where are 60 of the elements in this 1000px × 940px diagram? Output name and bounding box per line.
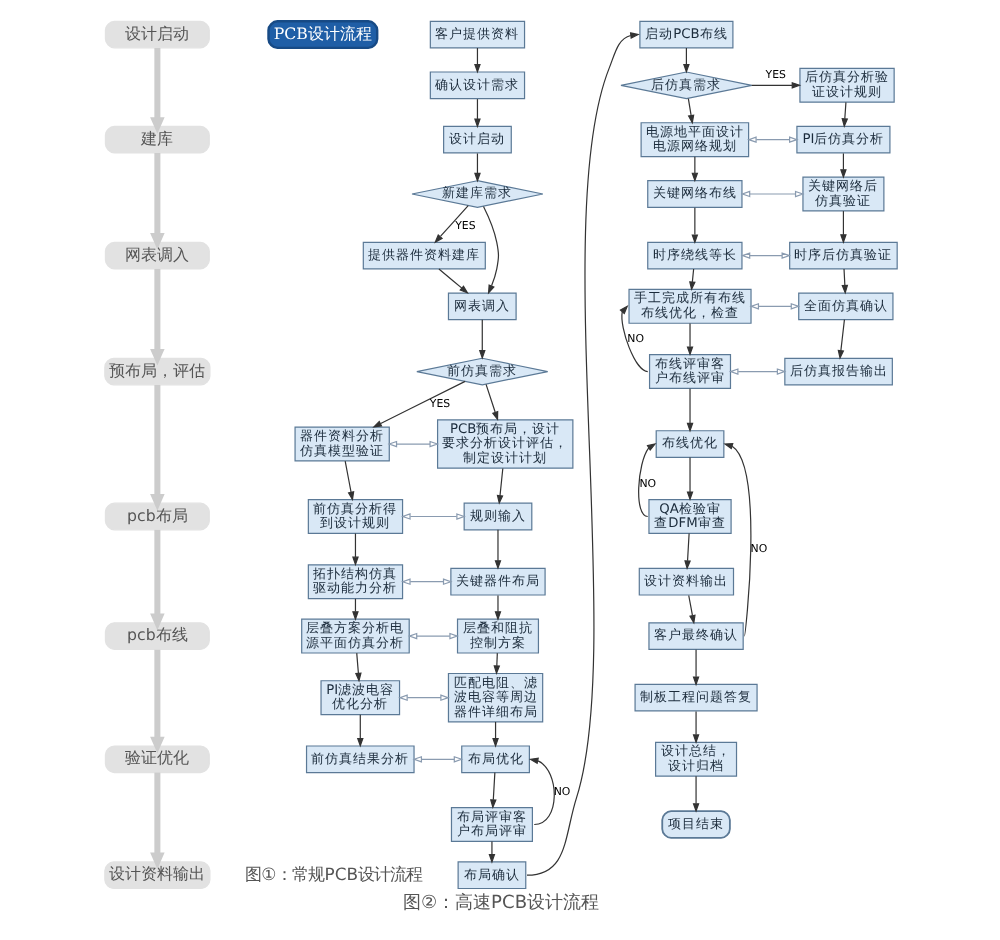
arrow: [488, 772, 496, 809]
arrow: [685, 388, 693, 433]
label: 图①：常规PCB设计流程: [244, 863, 422, 884]
arrow: [739, 252, 791, 259]
arrow: [399, 578, 452, 586]
arrow: [691, 710, 699, 744]
arrow: [527, 757, 554, 826]
arrow: [399, 513, 465, 520]
arrow: [149, 47, 164, 134]
arrow: [839, 210, 846, 244]
arrow: [691, 649, 699, 687]
arrow: [493, 529, 501, 570]
arrow: [433, 204, 468, 244]
arrow: [840, 101, 848, 128]
arrow: [343, 460, 354, 502]
arrow: [836, 319, 845, 360]
arrow: [722, 443, 751, 637]
arrow: [746, 136, 798, 144]
arrow: [685, 322, 693, 357]
arrow: [149, 384, 164, 511]
arrow: [685, 456, 693, 502]
arrow: [353, 652, 361, 683]
arrow: [687, 594, 695, 625]
arrow: [618, 304, 648, 373]
arrow: [437, 268, 468, 294]
arrow: [386, 440, 439, 448]
arrow: [149, 268, 164, 366]
arrow: [487, 840, 495, 864]
arrow: [691, 775, 699, 813]
arrow: [690, 156, 698, 183]
arrow: [683, 532, 690, 571]
arrow: [411, 755, 463, 763]
arrow: [727, 368, 786, 375]
arrow: [406, 632, 458, 640]
arrow: [840, 268, 848, 295]
arrow: [473, 98, 480, 129]
arrow: [149, 772, 164, 870]
arrow: [397, 694, 449, 702]
arrow: [686, 97, 694, 125]
arrow: [495, 467, 503, 505]
arrow: [688, 268, 695, 292]
arrow: [690, 207, 698, 245]
arrow: [739, 190, 804, 198]
arrow: [750, 81, 801, 89]
arrow: [748, 302, 800, 310]
arrow: [484, 383, 498, 422]
arrow: [525, 32, 639, 876]
arrow: [355, 714, 363, 748]
arrow: [477, 319, 485, 360]
arrow: [149, 153, 164, 250]
arrow: [351, 532, 358, 567]
arrow: [473, 152, 480, 183]
arrow: [493, 594, 501, 621]
arrow: [637, 443, 656, 518]
arrow: [149, 649, 164, 754]
arrow: [371, 380, 465, 428]
arrow: [481, 205, 499, 295]
arrow: [492, 652, 500, 676]
arrow: [149, 529, 164, 631]
caption: 图②：高速PCB设计流程: [401, 893, 599, 914]
